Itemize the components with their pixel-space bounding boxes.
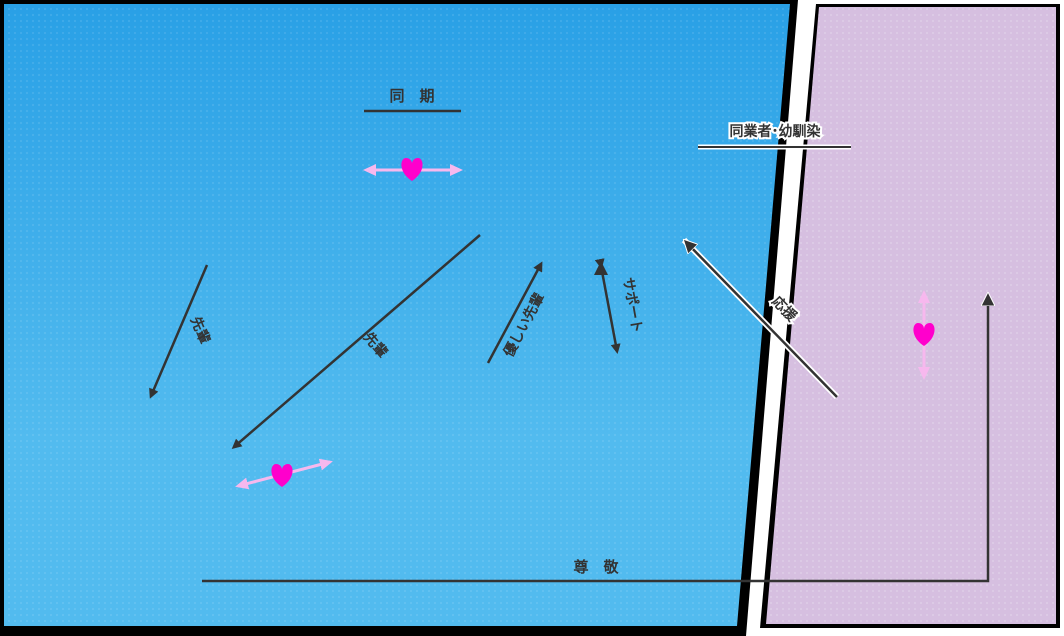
dougyousha-group: 同業者･幼馴染 (698, 120, 851, 150)
dougyousha-label: 同業者･幼馴染 (730, 123, 822, 140)
right-panel (760, 4, 1060, 628)
douki-label: 同 期 (389, 87, 434, 105)
sonkei-label: 尊 敬 (573, 558, 619, 576)
